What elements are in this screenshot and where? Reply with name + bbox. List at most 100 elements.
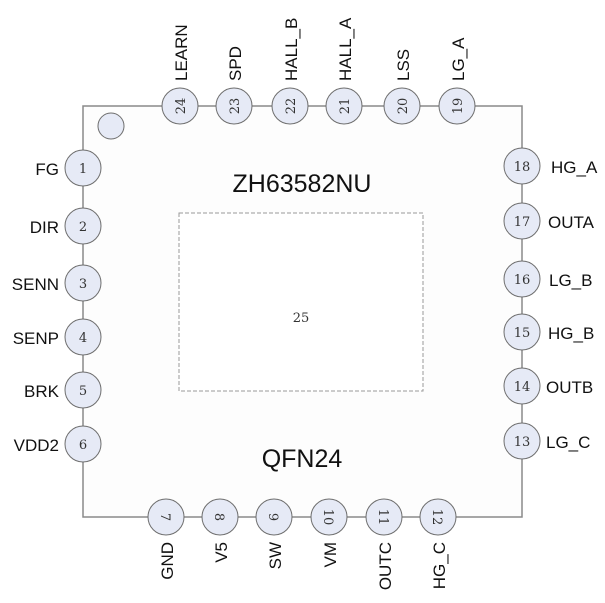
pin-circle xyxy=(503,202,541,240)
pin-circle xyxy=(365,498,403,536)
pin-number: 20 xyxy=(396,98,411,115)
pin-circle xyxy=(503,260,541,298)
pin-name: LG_C xyxy=(546,433,590,452)
pin-name: HALL_B xyxy=(282,18,301,81)
pin-circle xyxy=(503,422,541,460)
pin-number: 12 xyxy=(429,509,444,526)
pin1-indicator-dot xyxy=(97,112,125,140)
pin-circle xyxy=(215,87,253,125)
pin-name: VDD2 xyxy=(14,436,59,455)
pin-7: 7 GND xyxy=(147,498,185,580)
pin-name: OUTA xyxy=(548,213,595,232)
pin-circle xyxy=(503,147,541,185)
pin-name: GND xyxy=(158,542,177,580)
pin-number: 21 xyxy=(338,98,353,115)
pin-name: HALL_A xyxy=(336,17,355,81)
pin-number: 2 xyxy=(79,220,87,235)
pin-name: V5 xyxy=(212,542,231,563)
pin-4: 4 SENP xyxy=(13,318,102,356)
pin-number: 7 xyxy=(157,513,172,521)
exposed-pad-number: 25 xyxy=(293,311,310,326)
pin-circle xyxy=(325,87,363,125)
pin-2: 2 DIR xyxy=(30,207,102,245)
pin-circle xyxy=(64,425,102,463)
pin-15: 15 HG_B xyxy=(503,313,594,351)
pin-number: 14 xyxy=(514,380,531,395)
pin-name: OUTC xyxy=(376,542,395,590)
pin-name: LSS xyxy=(394,49,413,81)
pin-name: SW xyxy=(266,542,285,569)
pin-name: SPD xyxy=(226,46,245,81)
pin-9: 9 SW xyxy=(255,498,293,569)
pin-number: 8 xyxy=(211,513,226,521)
pin-20: 20 LSS xyxy=(383,49,421,125)
pin-10: 10 VM xyxy=(310,498,348,568)
pin-name: SENN xyxy=(12,275,59,294)
pin-number: 9 xyxy=(265,513,280,521)
pin-1: 1 FG xyxy=(35,149,102,187)
pin-number: 22 xyxy=(284,98,299,115)
pin-name: DIR xyxy=(30,218,59,237)
pin-name: FG xyxy=(35,160,59,179)
pin-name: LEARN xyxy=(172,24,191,81)
pin-number: 11 xyxy=(375,509,390,526)
pin-number: 1 xyxy=(79,162,87,177)
pin-17: 17 OUTA xyxy=(503,202,595,240)
pin-19: 19 LG_A xyxy=(438,37,476,125)
pin-name: LG_A xyxy=(449,37,468,81)
pin-name: SENP xyxy=(13,329,59,348)
pin-circle xyxy=(503,367,541,405)
pin-circle xyxy=(503,313,541,351)
pin-number: 15 xyxy=(514,326,531,341)
pin-name: BRK xyxy=(24,382,60,401)
pin-number: 5 xyxy=(79,384,87,399)
pin-number: 19 xyxy=(451,98,466,115)
pin-circle xyxy=(64,318,102,356)
package-label: QFN24 xyxy=(262,445,343,473)
exposed-pad xyxy=(178,212,424,392)
pin-8: 8 V5 xyxy=(201,498,239,563)
pin-16: 16 LG_B xyxy=(503,260,592,298)
pin-circle xyxy=(64,149,102,187)
pin-number: 24 xyxy=(174,98,189,115)
pin-name: OUTB xyxy=(546,378,593,397)
pin-circle xyxy=(383,87,421,125)
pin-circle xyxy=(271,87,309,125)
pin-circle xyxy=(64,264,102,302)
pin-circle xyxy=(161,87,199,125)
pin-18: 18 HG_A xyxy=(503,147,598,185)
pin-circle xyxy=(147,498,185,536)
pin-22: 22 HALL_B xyxy=(271,18,309,125)
pin-number: 17 xyxy=(514,215,531,230)
pin-number: 10 xyxy=(320,509,335,526)
pin-circle xyxy=(64,207,102,245)
pin-14: 14 OUTB xyxy=(503,367,593,405)
pin-23: 23 SPD xyxy=(215,46,253,125)
pin-number: 16 xyxy=(514,273,531,288)
part-number-label: ZH63582NU xyxy=(233,170,372,198)
pin-number: 6 xyxy=(79,438,87,453)
pin-number: 18 xyxy=(514,160,531,175)
pin-number: 13 xyxy=(514,435,531,450)
pin-number: 4 xyxy=(79,331,87,346)
pin-name: VM xyxy=(321,542,340,568)
pin-24: 24 LEARN xyxy=(161,24,199,125)
pin-12: 12 HG_C xyxy=(419,498,457,589)
pin-circle xyxy=(201,498,239,536)
pin-circle xyxy=(419,498,457,536)
pin-13: 13 LG_C xyxy=(503,422,590,460)
pin-5: 5 BRK xyxy=(24,371,102,409)
pin-number: 3 xyxy=(79,277,87,292)
pin-name: HG_A xyxy=(551,158,598,177)
pin-6: 6 VDD2 xyxy=(14,425,102,463)
pin-3: 3 SENN xyxy=(12,264,102,302)
pin-name: HG_C xyxy=(430,542,449,589)
pin-21: 21 HALL_A xyxy=(325,17,363,125)
pin-circle xyxy=(64,371,102,409)
pin-number: 23 xyxy=(228,98,243,115)
pin-circle xyxy=(255,498,293,536)
pin-name: HG_B xyxy=(548,324,594,343)
pin-name: LG_B xyxy=(549,271,592,290)
pin-circle xyxy=(310,498,348,536)
